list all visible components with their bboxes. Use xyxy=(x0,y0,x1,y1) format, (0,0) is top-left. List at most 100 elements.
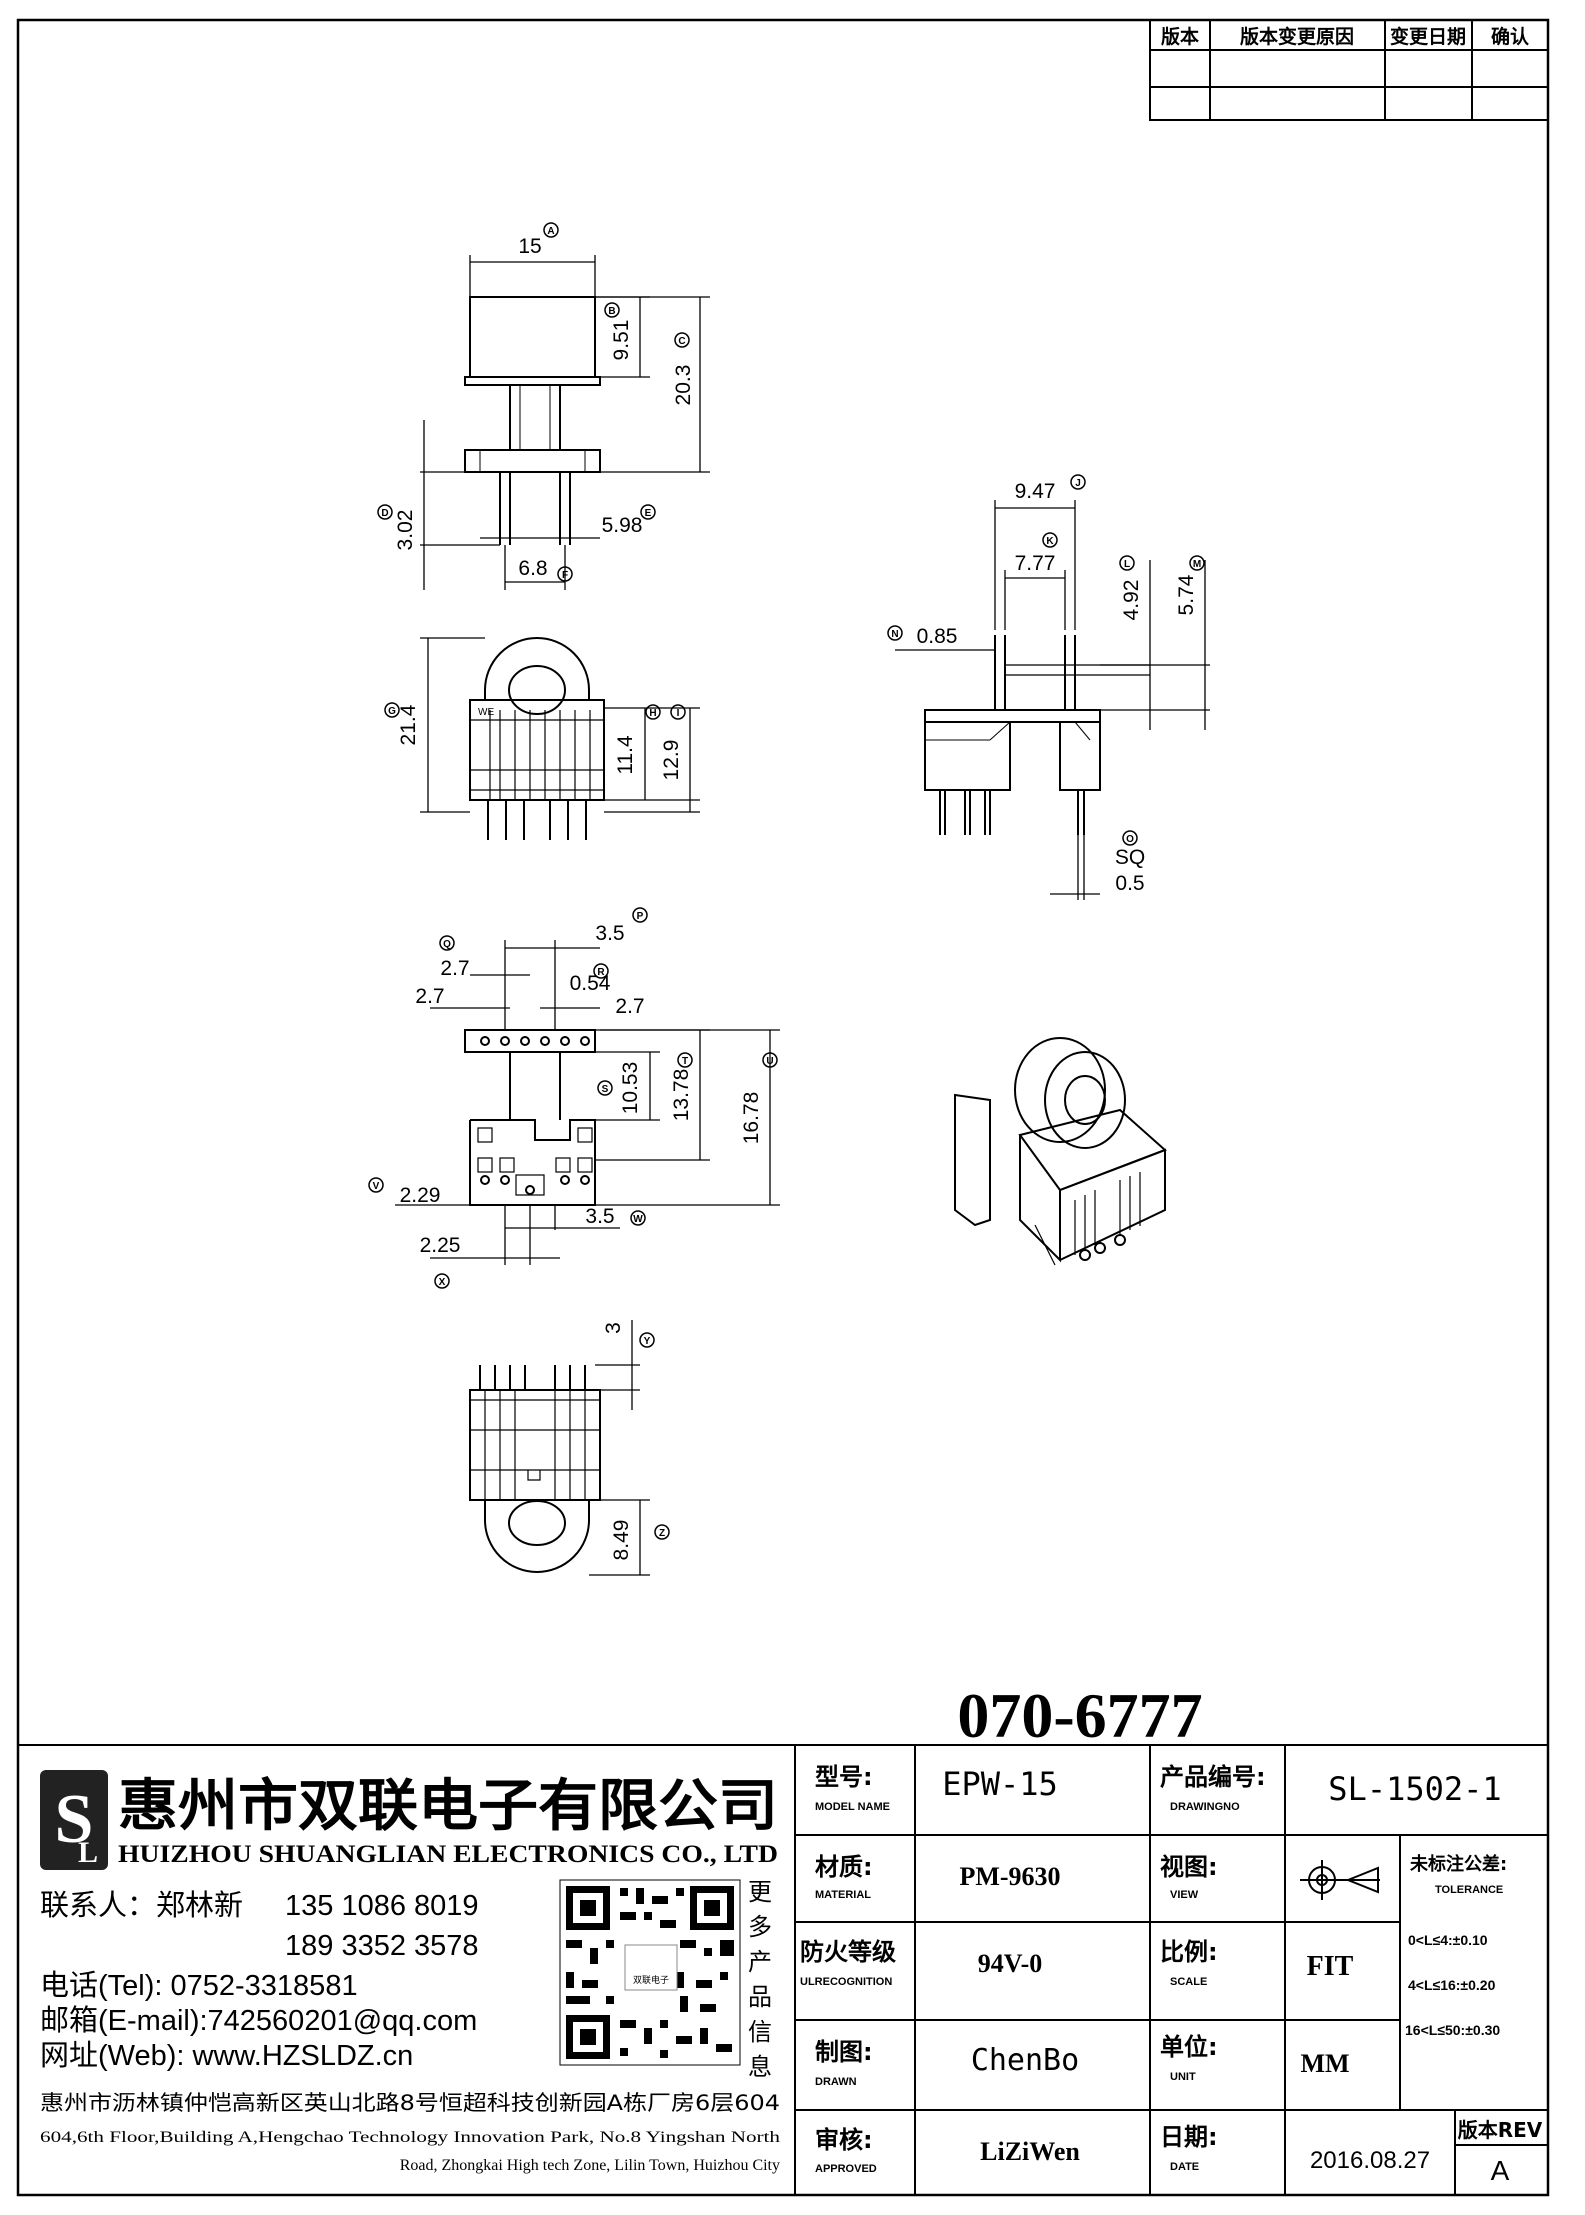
dim-side-w2: 7.77 xyxy=(1015,552,1056,575)
dim-bot-j: 3.5 xyxy=(585,1205,614,1228)
dim-sq-value: 0.5 xyxy=(1115,872,1144,895)
view-rear xyxy=(469,1365,601,1573)
dim-side-h2: 5.74 xyxy=(1175,574,1198,615)
tag-side-h1: L xyxy=(1124,559,1130,570)
dims-side xyxy=(895,500,1210,900)
projection-symbol-icon xyxy=(1300,1860,1380,1900)
view-bottom xyxy=(464,1029,596,1206)
view-elevation xyxy=(464,296,601,545)
svg-text:L: L xyxy=(78,1836,98,1869)
address-en-2: Road, Zhongkai High tech Zone, Lilin Tow… xyxy=(400,2157,780,2174)
material-label-en: MATERIAL xyxy=(815,1889,871,1901)
tag-bot-a: P xyxy=(637,911,644,922)
dim-bot-f: 10.53 xyxy=(619,1062,642,1115)
date-value: 2016.08.27 xyxy=(1310,2147,1430,2174)
dim-side-thickness: 0.85 xyxy=(917,625,958,648)
more-info-6: 息 xyxy=(748,2054,772,2081)
tag-front-total: G xyxy=(388,706,396,717)
rev-header-date: 变更日期 xyxy=(1390,25,1466,48)
drawing-no-label: 产品编号: xyxy=(1160,1763,1266,1791)
drawing-number: 070-6777 xyxy=(957,1680,1202,1751)
tag-bot-h: U xyxy=(766,1056,773,1067)
model-label: 型号: xyxy=(815,1763,873,1791)
dim-top-pin: 3.02 xyxy=(394,510,417,551)
dims-bottom xyxy=(395,940,780,1265)
rev-header-version: 版本 xyxy=(1161,25,1199,48)
tag-top-pin: D xyxy=(381,508,388,519)
tag-top-width: A xyxy=(547,226,554,237)
tag-side-w1: J xyxy=(1075,478,1081,489)
qr-caption: 双联电子 xyxy=(633,1974,669,1986)
front-mark: WE xyxy=(478,707,494,718)
reference-tags: A B C D E F G H I J K L M N O P Q R S T … xyxy=(368,222,1205,1540)
fire-value: 94V-0 xyxy=(978,1949,1043,1978)
more-info-4: 品 xyxy=(748,1984,772,2011)
material-value: PM-9630 xyxy=(959,1862,1060,1891)
tag-front-h1: H xyxy=(649,708,656,719)
scale-label-en: SCALE xyxy=(1170,1976,1207,1988)
dims-elevation xyxy=(420,255,710,590)
tag-side-w2: K xyxy=(1046,536,1054,547)
tag-bot-j: W xyxy=(633,1214,643,1225)
fire-label: 防火等级 xyxy=(800,1938,896,1966)
approved-label-en: APPROVED xyxy=(815,2163,877,2175)
more-info-2: 多 xyxy=(748,1914,772,1941)
svg-text:S: S xyxy=(55,1781,94,1858)
dim-front-h1: 11.4 xyxy=(614,735,637,775)
tolerance-1: 0<L≤4:±0.10 xyxy=(1408,1932,1488,1948)
dims-rear xyxy=(589,1320,650,1576)
company-name-cn: 惠州市双联电子有限公司 xyxy=(118,1774,778,1839)
contact-phone-1: 135 1086 8019 xyxy=(285,1890,479,1922)
dim-bot-i: 2.29 xyxy=(400,1184,441,1207)
tag-side-thickness: N xyxy=(891,629,898,640)
unit-label: 单位: xyxy=(1160,2033,1218,2061)
tag-rear-height: Z xyxy=(659,1528,665,1539)
dims-front xyxy=(420,637,700,813)
dim-bot-h: 16.78 xyxy=(740,1092,763,1145)
dim-top-pin-spacing: 5.98 xyxy=(602,514,643,537)
tag-rear-pin: Y xyxy=(644,1336,651,1347)
dim-bot-k: 2.25 xyxy=(420,1234,461,1257)
drawing-no-label-en: DRAWINGNO xyxy=(1170,1801,1240,1813)
tolerance-label-en: TOLERANCE xyxy=(1435,1884,1503,1896)
tag-bot-k: X xyxy=(439,1277,446,1288)
rev-label: 版本REV xyxy=(1458,2118,1543,2142)
dim-side-w1: 9.47 xyxy=(1015,480,1056,503)
unit-label-en: UNIT xyxy=(1170,2071,1196,2083)
tag-bot-f: S xyxy=(602,1084,609,1095)
view-front xyxy=(469,637,605,840)
scale-value: FIT xyxy=(1307,1951,1354,1982)
qr-code-icon: 双联电子 xyxy=(559,1879,741,2066)
approved-value: LiZiWen xyxy=(980,2137,1080,2166)
date-label-en: DATE xyxy=(1170,2161,1199,2173)
tolerance-2: 4<L≤16:±0.20 xyxy=(1408,1977,1496,1993)
tolerance-3: 16<L≤50:±0.30 xyxy=(1405,2022,1500,2038)
tag-bot-g: T xyxy=(682,1056,688,1067)
drawing-no-value: SL-1502-1 xyxy=(1328,1770,1501,1808)
dim-top-base: 6.8 xyxy=(518,557,547,580)
tag-bot-b: Q xyxy=(443,939,451,950)
view-label: 视图: xyxy=(1160,1853,1218,1881)
tag-front-h2: I xyxy=(677,708,680,719)
rev-header-reason: 版本变更原因 xyxy=(1240,25,1354,48)
company-logo-icon: S L xyxy=(40,1770,108,1870)
more-info-1: 更 xyxy=(748,1879,772,1906)
revision-table xyxy=(1149,19,1549,121)
material-label: 材质: xyxy=(815,1853,873,1881)
contact-web: 网址(Web): www.HZSLDZ.cn xyxy=(40,2039,413,2072)
tag-top-total: C xyxy=(678,336,685,347)
dim-rear-pin: 3 xyxy=(602,1322,625,1334)
model-value: EPW-15 xyxy=(942,1765,1058,1803)
dim-bot-b: 2.7 xyxy=(440,957,469,980)
address-en-1: 604,6th Floor,Building A,Hengchao Techno… xyxy=(40,2129,780,2146)
dim-front-h2: 12.9 xyxy=(660,740,683,781)
dim-side-h1: 4.92 xyxy=(1120,580,1143,621)
tag-top-cap: B xyxy=(608,306,615,317)
tolerance-label: 未标注公差: xyxy=(1410,1853,1507,1875)
approved-label: 审核: xyxy=(815,2126,873,2154)
model-label-en: MODEL NAME xyxy=(815,1801,890,1813)
dim-bot-e: 2.7 xyxy=(615,995,644,1018)
dim-bot-d: 2.7 xyxy=(415,985,444,1008)
outer-frame xyxy=(16,18,1550,2197)
